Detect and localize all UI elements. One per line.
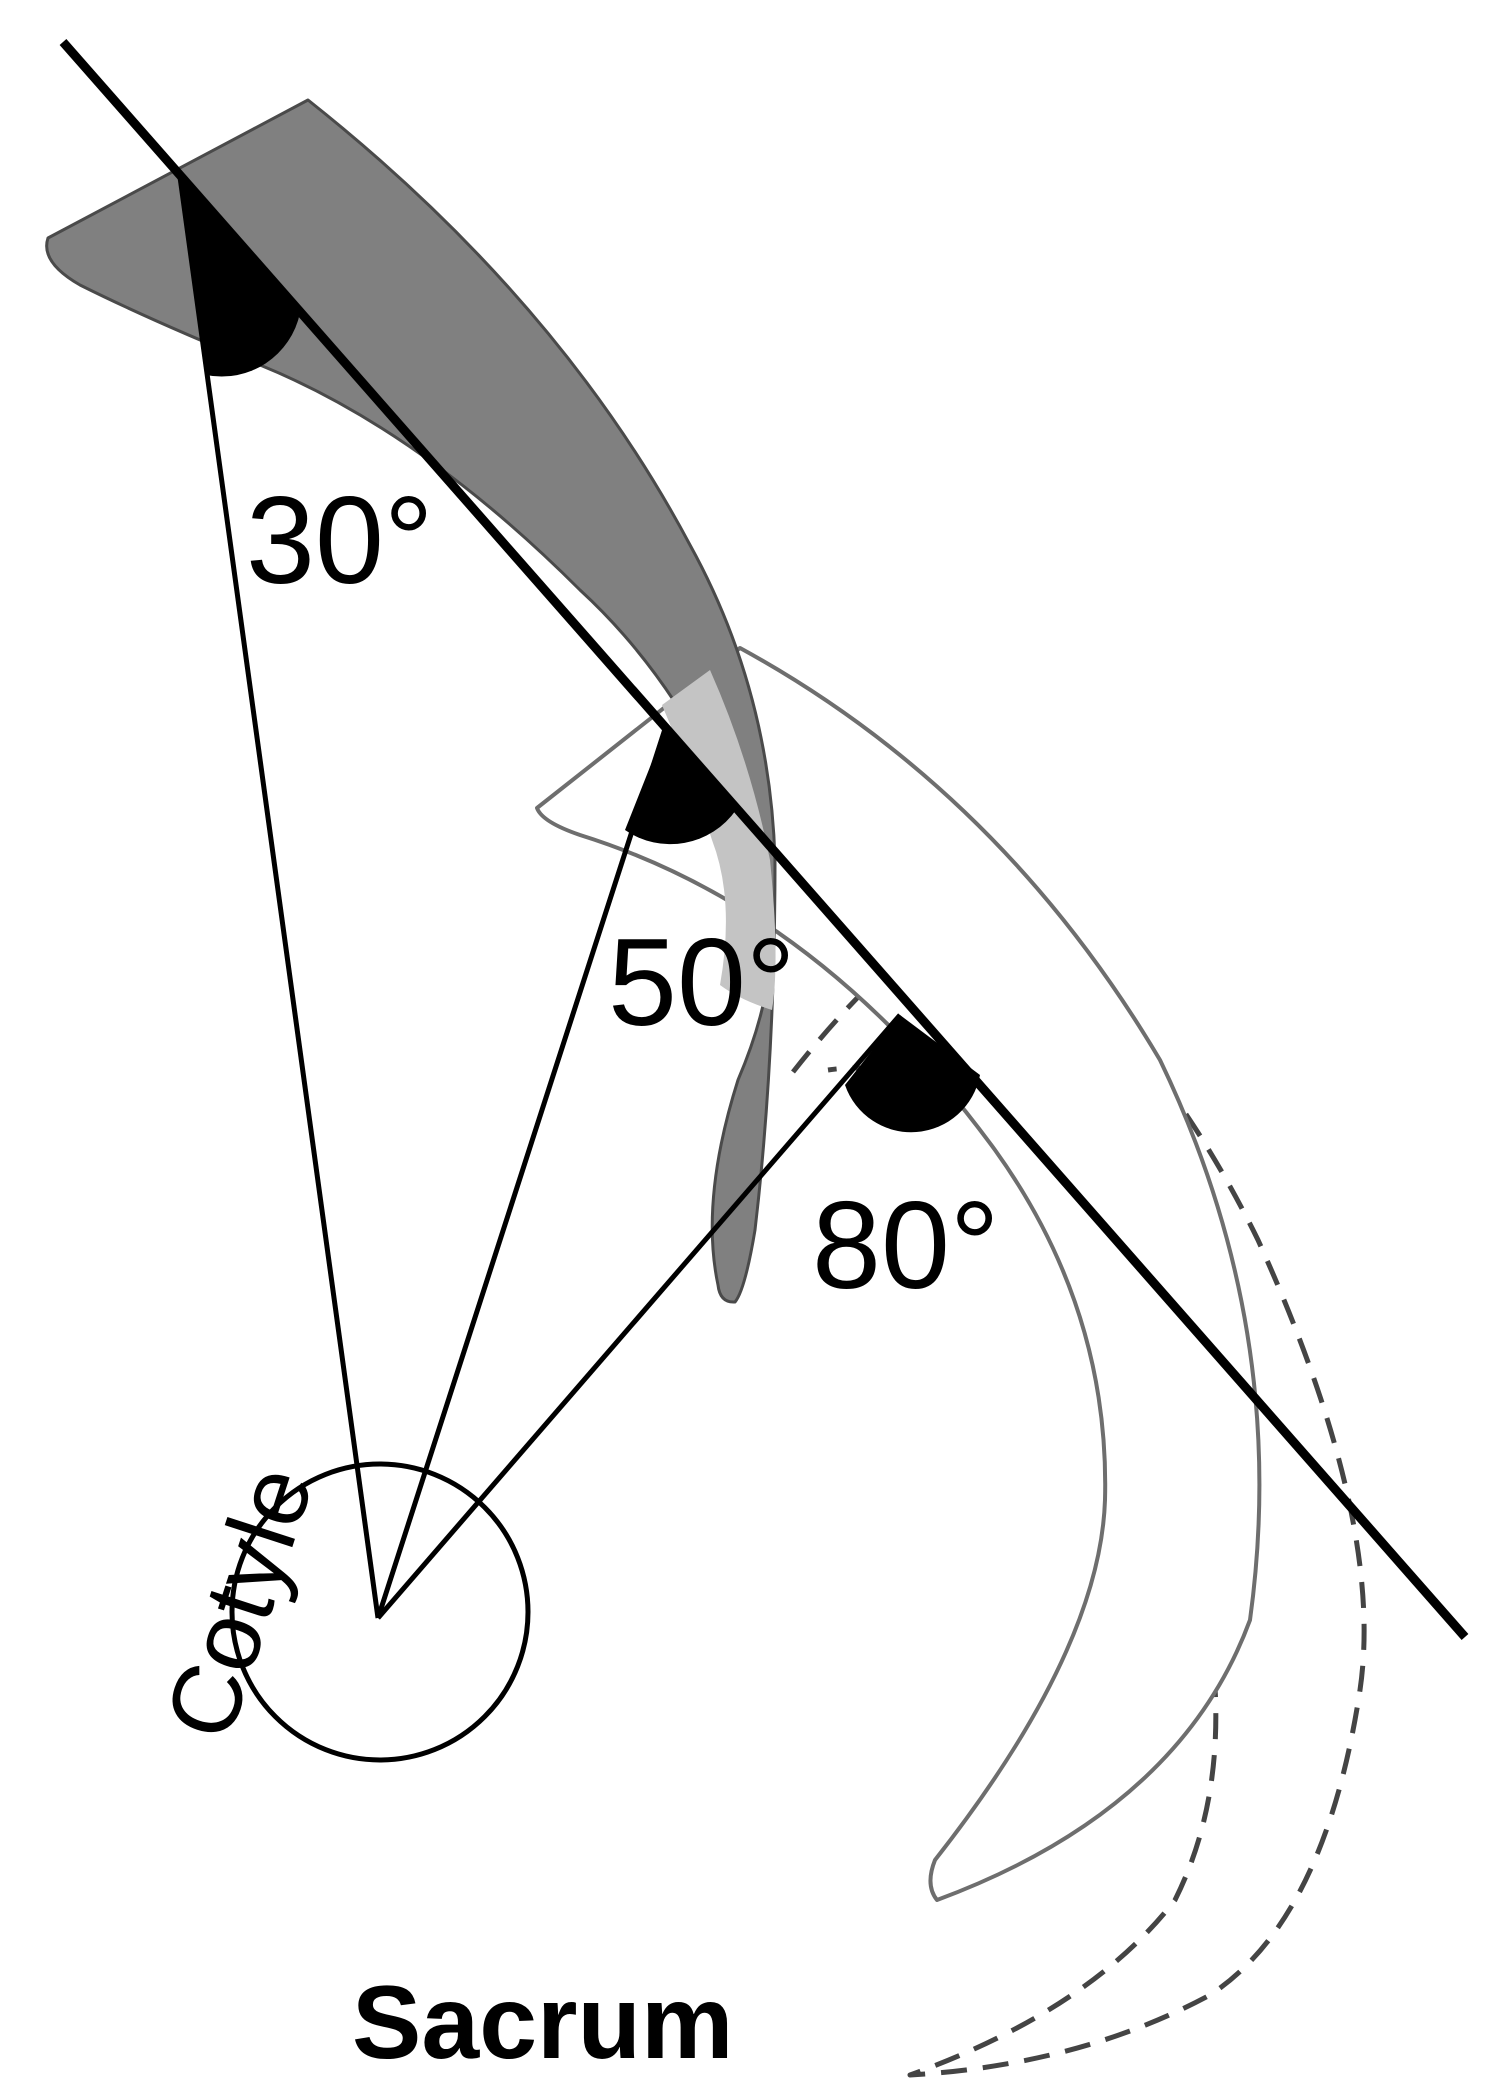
sacral-slope-line [59,39,1469,1640]
cotyle-label: Cotyle [143,1453,333,1751]
sacrum-label: Sacrum [352,1965,734,2081]
ray-30 [177,176,381,1619]
angle-label-30: 30° [246,472,434,610]
cotyle-circle [229,1461,531,1763]
angle-wedge-30 [180,177,300,377]
ray-80 [376,1013,902,1620]
angle-label-80: 80° [812,1177,1000,1315]
angle-wedge-80 [845,1015,980,1133]
ray-50 [375,728,668,1619]
angle-wedge-50 [625,729,736,845]
sacrum-shape-30 [45,98,777,1304]
angle-label-50: 50° [608,914,796,1052]
